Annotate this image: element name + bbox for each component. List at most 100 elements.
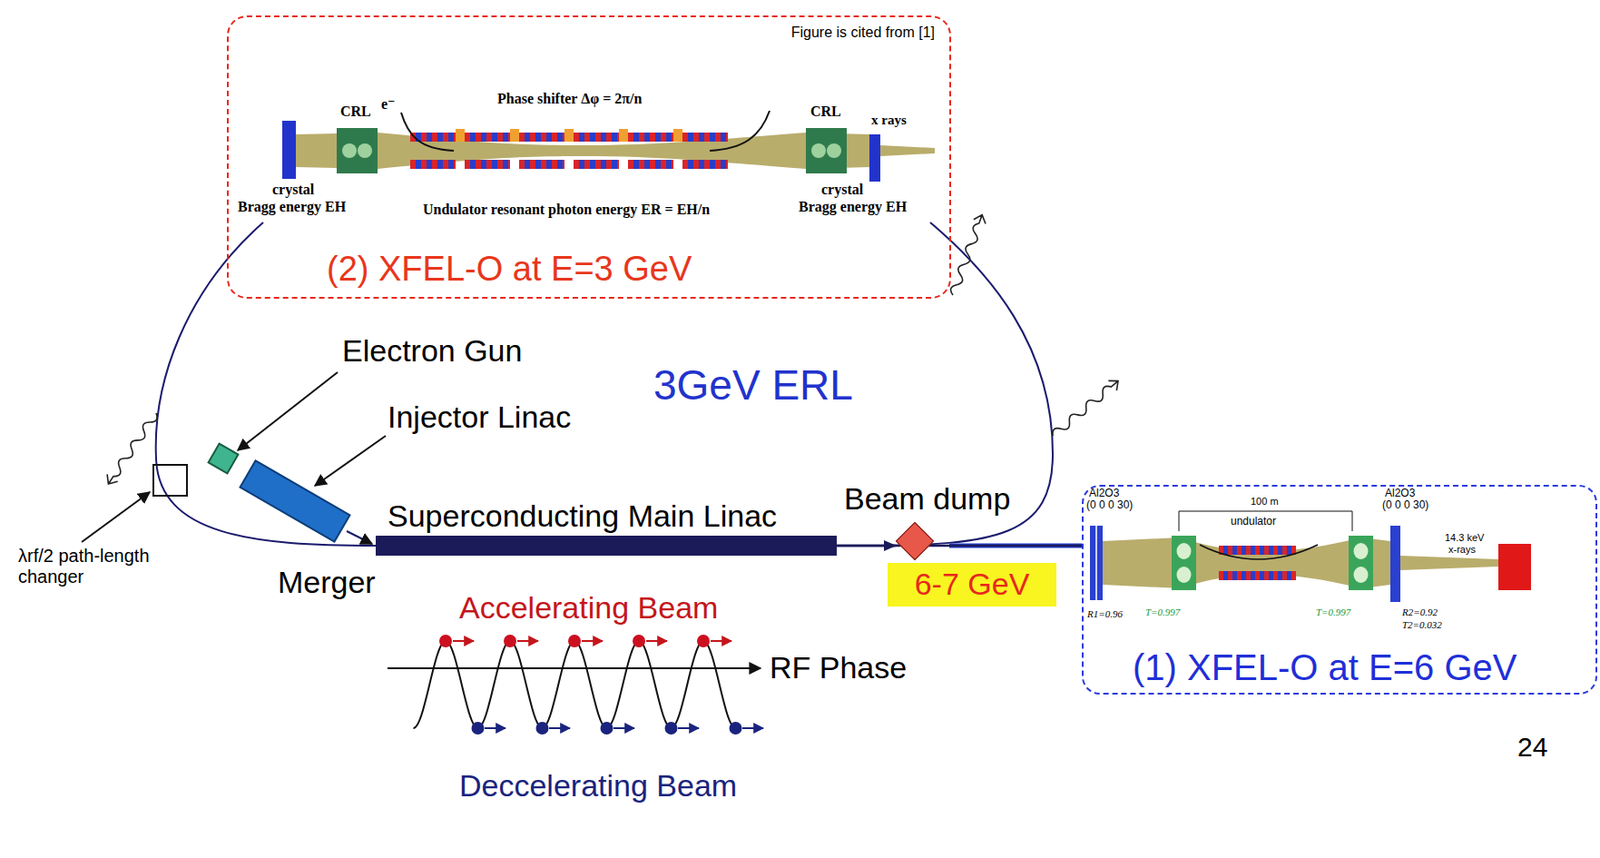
cavity-figure [1354, 542, 1369, 560]
decelerating-bunch [600, 721, 614, 735]
part-label: λrf/2 path-length changer [18, 545, 191, 588]
cavity-figure [336, 127, 378, 174]
decelerating-bunch [729, 721, 743, 735]
cavity-figure [564, 128, 574, 142]
figure-label: (0 0 0 30) [1382, 499, 1429, 512]
accelerating-bunch [632, 634, 646, 648]
cavity-figure [401, 112, 454, 151]
cavity-figure [573, 159, 619, 169]
beam-label: Accelerating Beam [459, 589, 718, 626]
node-label: (2) XFEL-O at E=3 GeV [326, 249, 692, 290]
rf-phase-wave [387, 640, 761, 728]
rf-phase-wave [387, 667, 761, 669]
decelerating-arrow [484, 726, 506, 729]
accelerating-bunch [503, 634, 517, 648]
region-box: Figure is cited from [1] (2) XFEL-O at E=… [226, 15, 952, 299]
cavity-figure [811, 143, 826, 158]
node-label: 6-7 GeV [914, 566, 1031, 602]
cavity-figure [1089, 525, 1103, 600]
decelerating-arrow [484, 726, 764, 729]
figure-label: Phase shifter Δφ = 2π/n [497, 90, 642, 108]
figure-label: x-rays [1448, 543, 1476, 556]
accelerating-arrow [710, 639, 732, 642]
xray-emission [103, 409, 162, 488]
figure-label: crystal [272, 181, 315, 198]
accelerating-bunch [439, 634, 452, 648]
figure-label: CRL [340, 103, 372, 120]
cavity-figure [342, 143, 357, 158]
figure-label: CRL [810, 103, 842, 120]
accelerating-bunch [696, 634, 710, 648]
system-title: 3GeV ERL [653, 361, 854, 410]
cavity-figure [1498, 543, 1532, 590]
figure-label: 14.3 keV [1444, 531, 1484, 544]
cavity-figure [519, 159, 565, 169]
energy-tag: 6-7 GeV [887, 562, 1057, 607]
cavity-figure [628, 132, 674, 142]
cavity-figure [709, 110, 770, 151]
decelerating-arrow [549, 726, 570, 729]
decelerating-bunch [471, 721, 743, 735]
linac-node: Superconducting Main Linac [375, 498, 837, 556]
decelerating-arrow [742, 726, 764, 729]
part-label: Injector Linac [387, 399, 571, 435]
figure-label: Undulator resonant photon energy ER = EH… [422, 201, 710, 218]
note-text: Figure is cited from [1] [791, 24, 935, 41]
node-label: Beam dump [844, 480, 1011, 517]
cavity-figure [282, 110, 935, 182]
cavity-figure [510, 128, 520, 142]
figure-label: R2=0.92 [1402, 606, 1438, 619]
node-label: Superconducting Main Linac [387, 498, 777, 534]
leader-arrow [314, 435, 386, 486]
cavity-figure [573, 132, 619, 142]
part-label: Electron Gun [342, 333, 522, 369]
beam-dump-diamond [895, 521, 934, 560]
cavity-figure [1178, 510, 1353, 531]
cavity-figure [1177, 566, 1192, 583]
leader-arrow [81, 491, 150, 542]
figure-label: T=0.997 [1145, 606, 1180, 619]
injection-arrow [346, 530, 373, 544]
cavity-figure [1390, 525, 1401, 602]
decelerating-bunch [665, 721, 678, 735]
cavity-figure [357, 143, 373, 158]
accelerating-arrow [517, 639, 539, 642]
figure-label: crystal [821, 181, 864, 198]
figure-label: (0 0 0 30) [1086, 499, 1133, 512]
decelerating-bunch [471, 721, 485, 735]
beam-line [836, 544, 1082, 548]
accelerating-bunch [568, 634, 581, 648]
cavity-figure [282, 120, 296, 179]
figure-label: e⁻ [381, 96, 396, 113]
xray-emission [1049, 375, 1123, 441]
accelerating-arrow [646, 639, 668, 642]
cavity-figure [1199, 544, 1318, 560]
cavity-figure [455, 128, 465, 142]
figure-label: undulator [1230, 515, 1277, 529]
figure-label: Al2O3 [1384, 487, 1415, 501]
cavity-figure [628, 159, 674, 169]
xray-emission [1049, 375, 1123, 441]
cavity-figure [1348, 535, 1374, 590]
cavity-figure [410, 159, 456, 169]
leader-arrow [81, 372, 386, 542]
cavity-figure [1218, 570, 1296, 580]
xray-emission [946, 212, 988, 297]
cavity-figure [618, 128, 629, 142]
rf-phase-wave [413, 640, 737, 728]
cavity-figure [880, 145, 935, 157]
cavity-figure [826, 143, 842, 158]
accelerating-arrow [581, 639, 603, 642]
accelerating-bunch [439, 634, 710, 648]
axis-label: RF Phase [769, 649, 907, 686]
cavity-figure [519, 132, 565, 142]
erl-loop [156, 222, 1053, 546]
cavity-figure [682, 132, 728, 142]
accelerating-arrow [452, 639, 732, 642]
figure-label: Bragg energy EH [798, 198, 907, 216]
decelerating-arrow [613, 726, 635, 729]
figure-label: Bragg energy EH [237, 198, 346, 216]
cavity-figure [464, 159, 511, 169]
